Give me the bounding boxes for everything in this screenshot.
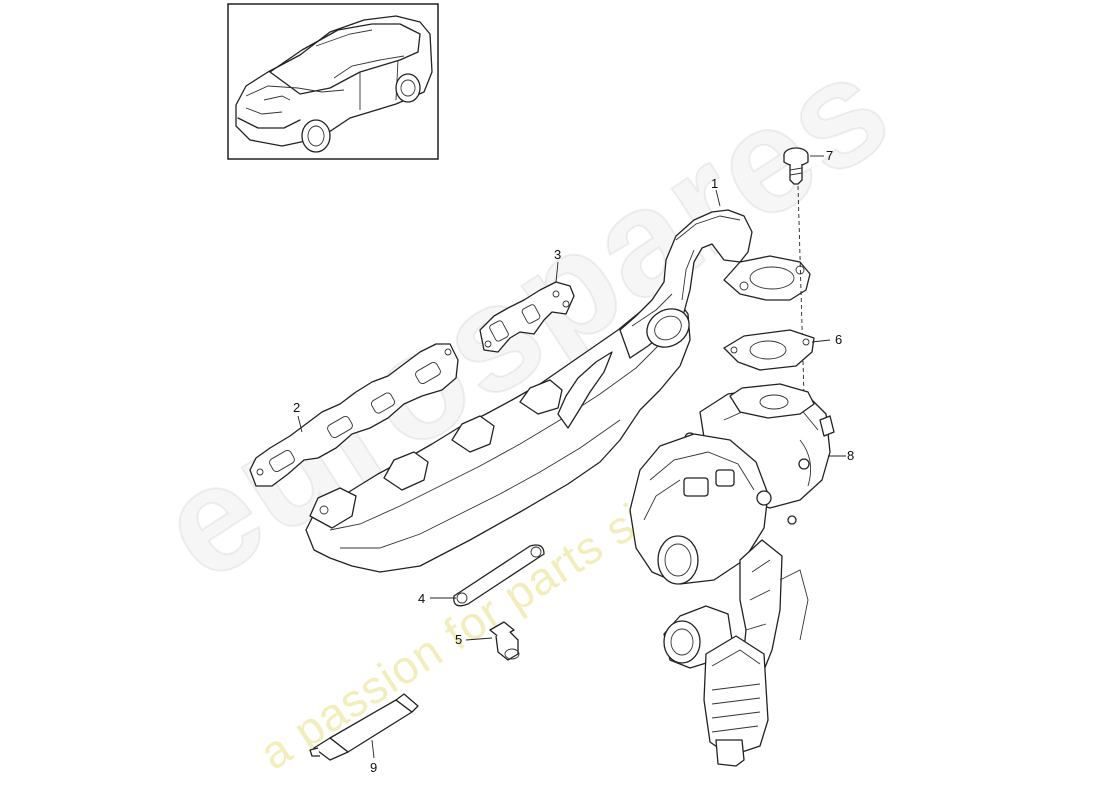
leader-lines: [297, 155, 846, 759]
callout-6: 6: [835, 332, 843, 347]
callout-1: 1: [711, 176, 719, 191]
callout-8: 8: [847, 448, 855, 463]
vehicle-thumbnail: [227, 3, 439, 160]
callout-9: 9: [370, 760, 378, 775]
callout-2: 2: [293, 400, 301, 415]
gasket-part-3: [479, 281, 575, 353]
callout-4: 4: [418, 591, 426, 606]
gasket-part-6: [723, 329, 815, 371]
paste-tube-part-9: [309, 693, 419, 761]
callout-7: 7: [826, 148, 834, 163]
callout-5: 5: [455, 632, 463, 647]
turbocharger-part-8: [629, 383, 835, 767]
suv-vehicle-icon: [235, 15, 433, 153]
bolt-part-5: [489, 621, 520, 661]
gasket-part-2: [249, 343, 459, 487]
callout-3: 3: [554, 247, 562, 262]
bolt-part-7: [783, 147, 809, 185]
exhaust-manifold-part-1: [305, 209, 811, 573]
bracket-part-4: [453, 544, 545, 607]
